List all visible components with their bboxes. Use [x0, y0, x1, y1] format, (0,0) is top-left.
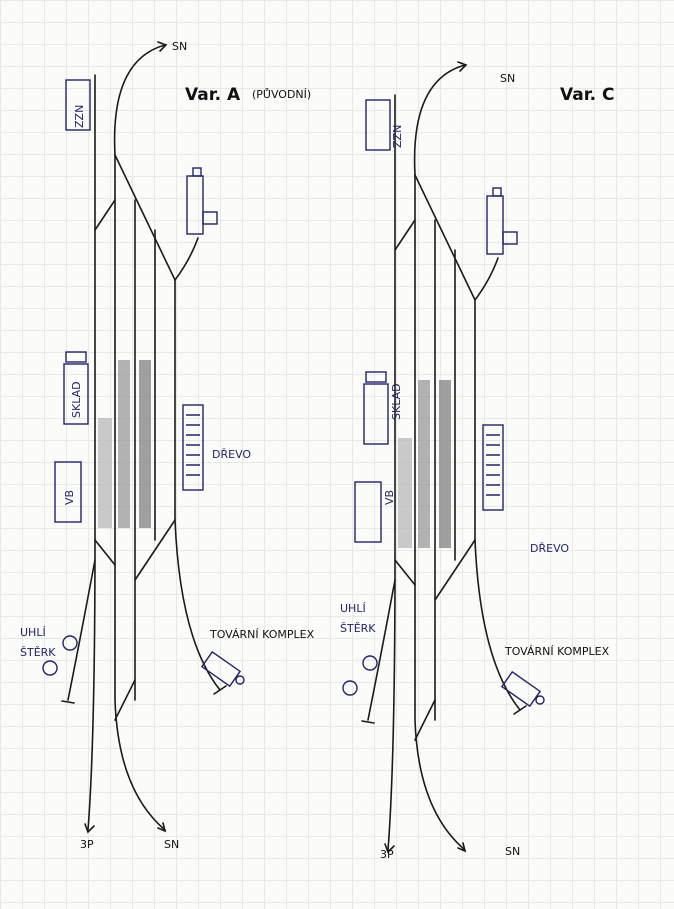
label-drevo-a: DŘEVO: [212, 448, 251, 461]
variant-c-layout: [342, 61, 545, 853]
label-tovarni-c: TOVÁRNÍ KOMPLEX: [504, 645, 610, 658]
label-zzn-c: ZZN: [391, 125, 404, 148]
label-sterk-c: ŠTĚRK: [340, 622, 376, 635]
label-3p-a: 3P: [80, 838, 94, 851]
label-sklad-c: SKLAD: [390, 383, 403, 420]
label-uhli-a: UHLÍ: [20, 626, 46, 639]
label-sn-bottom-c: SN: [505, 845, 520, 858]
label-sterk-a: ŠTĚRK: [20, 646, 56, 659]
label-zzn-a: ZZN: [73, 105, 86, 128]
label-tovarni-a: TOVÁRNÍ KOMPLEX: [209, 628, 315, 641]
label-sn-top-a: SN: [172, 40, 187, 53]
label-vb-a: VB: [63, 490, 76, 505]
label-drevo-c: DŘEVO: [530, 542, 569, 555]
label-sklad-a: SKLAD: [70, 381, 83, 418]
variant-a-subtitle: (PŮVODNÍ): [252, 88, 311, 101]
variant-a-title: Var. A: [185, 85, 241, 105]
variant-a-layout: [42, 41, 245, 833]
label-sn-top-c: SN: [500, 72, 515, 85]
label-uhli-c: UHLÍ: [340, 602, 366, 615]
label-vb-c: VB: [383, 490, 396, 505]
label-3p-c: 3P: [380, 848, 394, 861]
label-sn-bottom-a: SN: [164, 838, 179, 851]
variant-c-title: Var. C: [560, 85, 615, 105]
